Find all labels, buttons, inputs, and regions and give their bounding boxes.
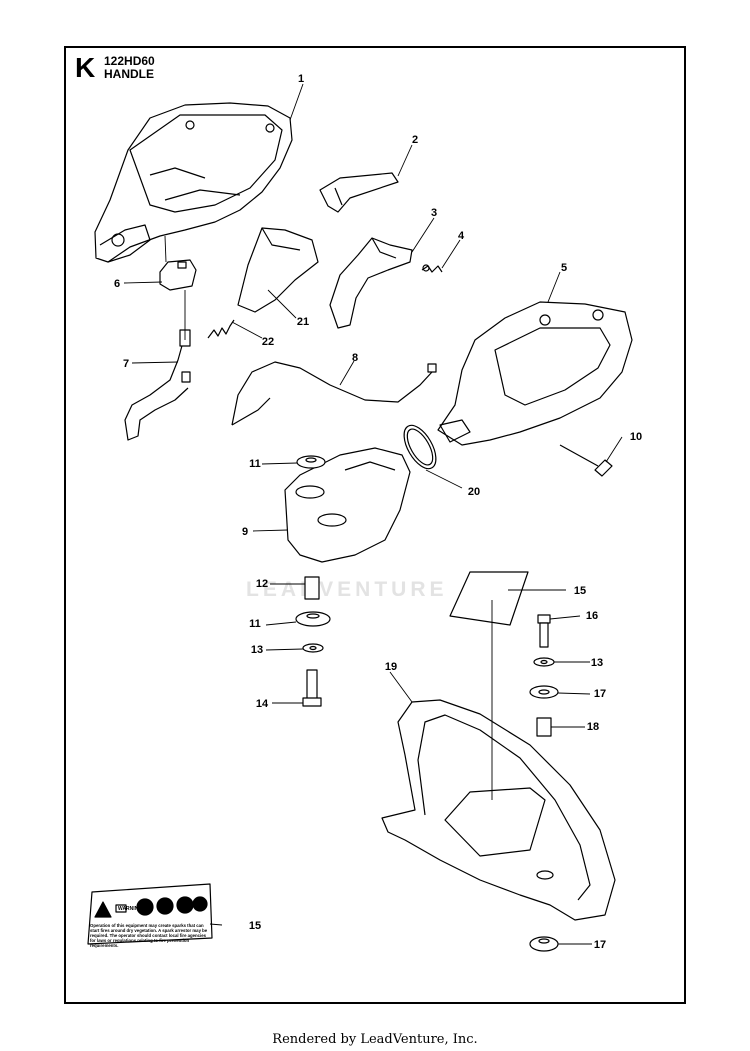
callout-6: 6: [114, 278, 120, 290]
footer-credit: Rendered by LeadVenture, Inc.: [272, 1032, 478, 1047]
part-20-o-ring: [403, 424, 437, 470]
callout-14: 14: [256, 698, 269, 710]
callout-11-lower: 11: [249, 618, 261, 630]
part-4-spring: [421, 264, 443, 273]
callout-21: 21: [297, 316, 309, 328]
callout-17-upper: 17: [594, 688, 606, 700]
part-18-spacer: [536, 717, 552, 737]
part-9-handle-bracket: [284, 447, 411, 563]
callout-5: 5: [561, 262, 567, 274]
part-11-rubber-mount-upper: [296, 455, 326, 469]
callout-15-decal: 15: [574, 585, 586, 597]
part-2-lock-lever: [319, 172, 399, 213]
callout-19: 19: [385, 661, 397, 673]
diagram-title: 122HD60 HANDLE: [104, 55, 155, 81]
callout-12: 12: [256, 578, 268, 590]
part-8-throttle-cable: [231, 361, 437, 426]
warning-label-text: Operation of this equipment may create s…: [90, 923, 208, 948]
assembly-name: HANDLE: [104, 67, 154, 81]
part-5-rear-handle: [437, 301, 633, 446]
part-12-spacer: [304, 576, 320, 600]
callout-7: 7: [123, 358, 129, 370]
part-15-decal-sheet: [449, 571, 529, 626]
part-19-front-handle: [381, 699, 616, 921]
part-6-stop-switch: [159, 259, 197, 291]
callout-18: 18: [587, 721, 599, 733]
part-11-rubber-mount-lower: [295, 611, 331, 627]
callout-13-right: 13: [591, 657, 603, 669]
part-21-cover: [237, 227, 319, 313]
callout-3: 3: [431, 207, 437, 219]
part-1-handle-housing: [94, 102, 293, 263]
part-13-washer-left: [302, 643, 324, 653]
callout-10: 10: [630, 431, 642, 443]
callout-2: 2: [412, 134, 418, 146]
callout-1: 1: [298, 73, 304, 85]
callout-22: 22: [262, 336, 274, 348]
part-7-cable-harness: [124, 329, 191, 441]
callout-4: 4: [458, 230, 465, 242]
callout-17-lower: 17: [594, 939, 606, 951]
part-14-bolt: [302, 669, 322, 707]
callout-15-warning: 15: [249, 920, 261, 932]
part-15-warning-label: [87, 883, 213, 945]
diagram-frame: [64, 46, 686, 1004]
part-17-mount-upper: [529, 685, 559, 699]
model-number: 122HD60: [104, 54, 155, 68]
leader-lines: [123, 83, 623, 945]
callout-13-left: 13: [251, 644, 263, 656]
part-22-spring: [207, 319, 235, 339]
warning-label-heading: WARNING!: [118, 906, 144, 912]
callout-9: 9: [242, 526, 248, 538]
part-3-throttle-trigger: [329, 237, 413, 329]
callout-11-upper: 11: [249, 458, 261, 470]
callout-16: 16: [586, 610, 598, 622]
section-letter: K: [75, 52, 96, 83]
part-10-screw: [559, 444, 613, 477]
part-16-bolt: [537, 614, 551, 648]
callout-8: 8: [352, 352, 358, 364]
callout-labels: 1 2 3 4 5 6 7 8 9 10 11 11 12 13 13 14 1…: [114, 73, 642, 951]
part-17-mount-lower: [529, 936, 559, 952]
callout-20: 20: [468, 486, 480, 498]
part-13-washer-right: [533, 657, 555, 667]
